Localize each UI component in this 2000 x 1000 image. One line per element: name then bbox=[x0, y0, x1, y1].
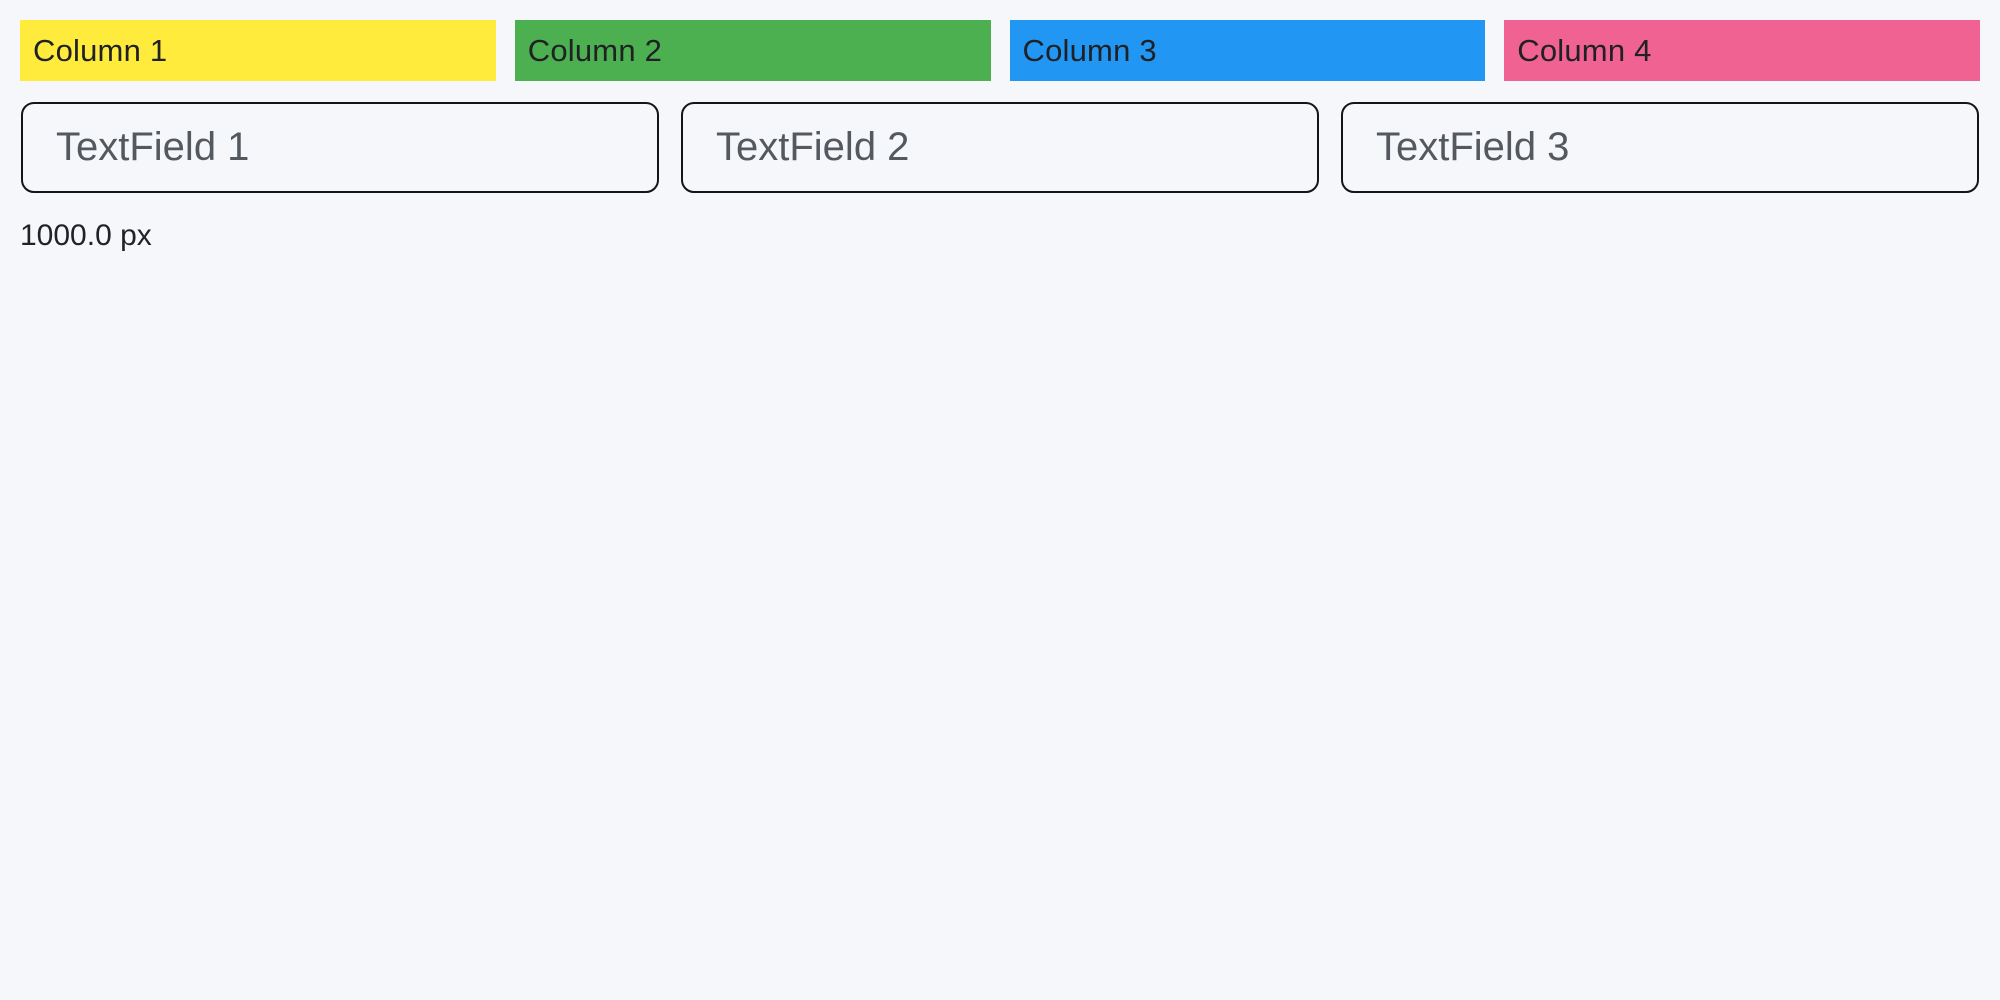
column-4-label: Column 4 bbox=[1517, 32, 1652, 68]
column-3-label: Column 3 bbox=[1022, 32, 1157, 68]
textfield-3[interactable] bbox=[1341, 102, 1979, 193]
column-3: Column 3 bbox=[1009, 20, 1486, 81]
column-2: Column 2 bbox=[514, 20, 991, 81]
columns-row: Column 1 Column 2 Column 3 Column 4 bbox=[20, 20, 1980, 81]
textfields-row bbox=[21, 102, 1979, 193]
textfield-2[interactable] bbox=[681, 102, 1319, 193]
column-1: Column 1 bbox=[20, 20, 496, 81]
column-2-label: Column 2 bbox=[527, 32, 663, 68]
screen-width-label: 1000.0 px bbox=[20, 219, 152, 252]
column-4: Column 4 bbox=[1504, 20, 1980, 81]
textfield-1[interactable] bbox=[21, 102, 659, 193]
column-1-label: Column 1 bbox=[33, 32, 168, 68]
